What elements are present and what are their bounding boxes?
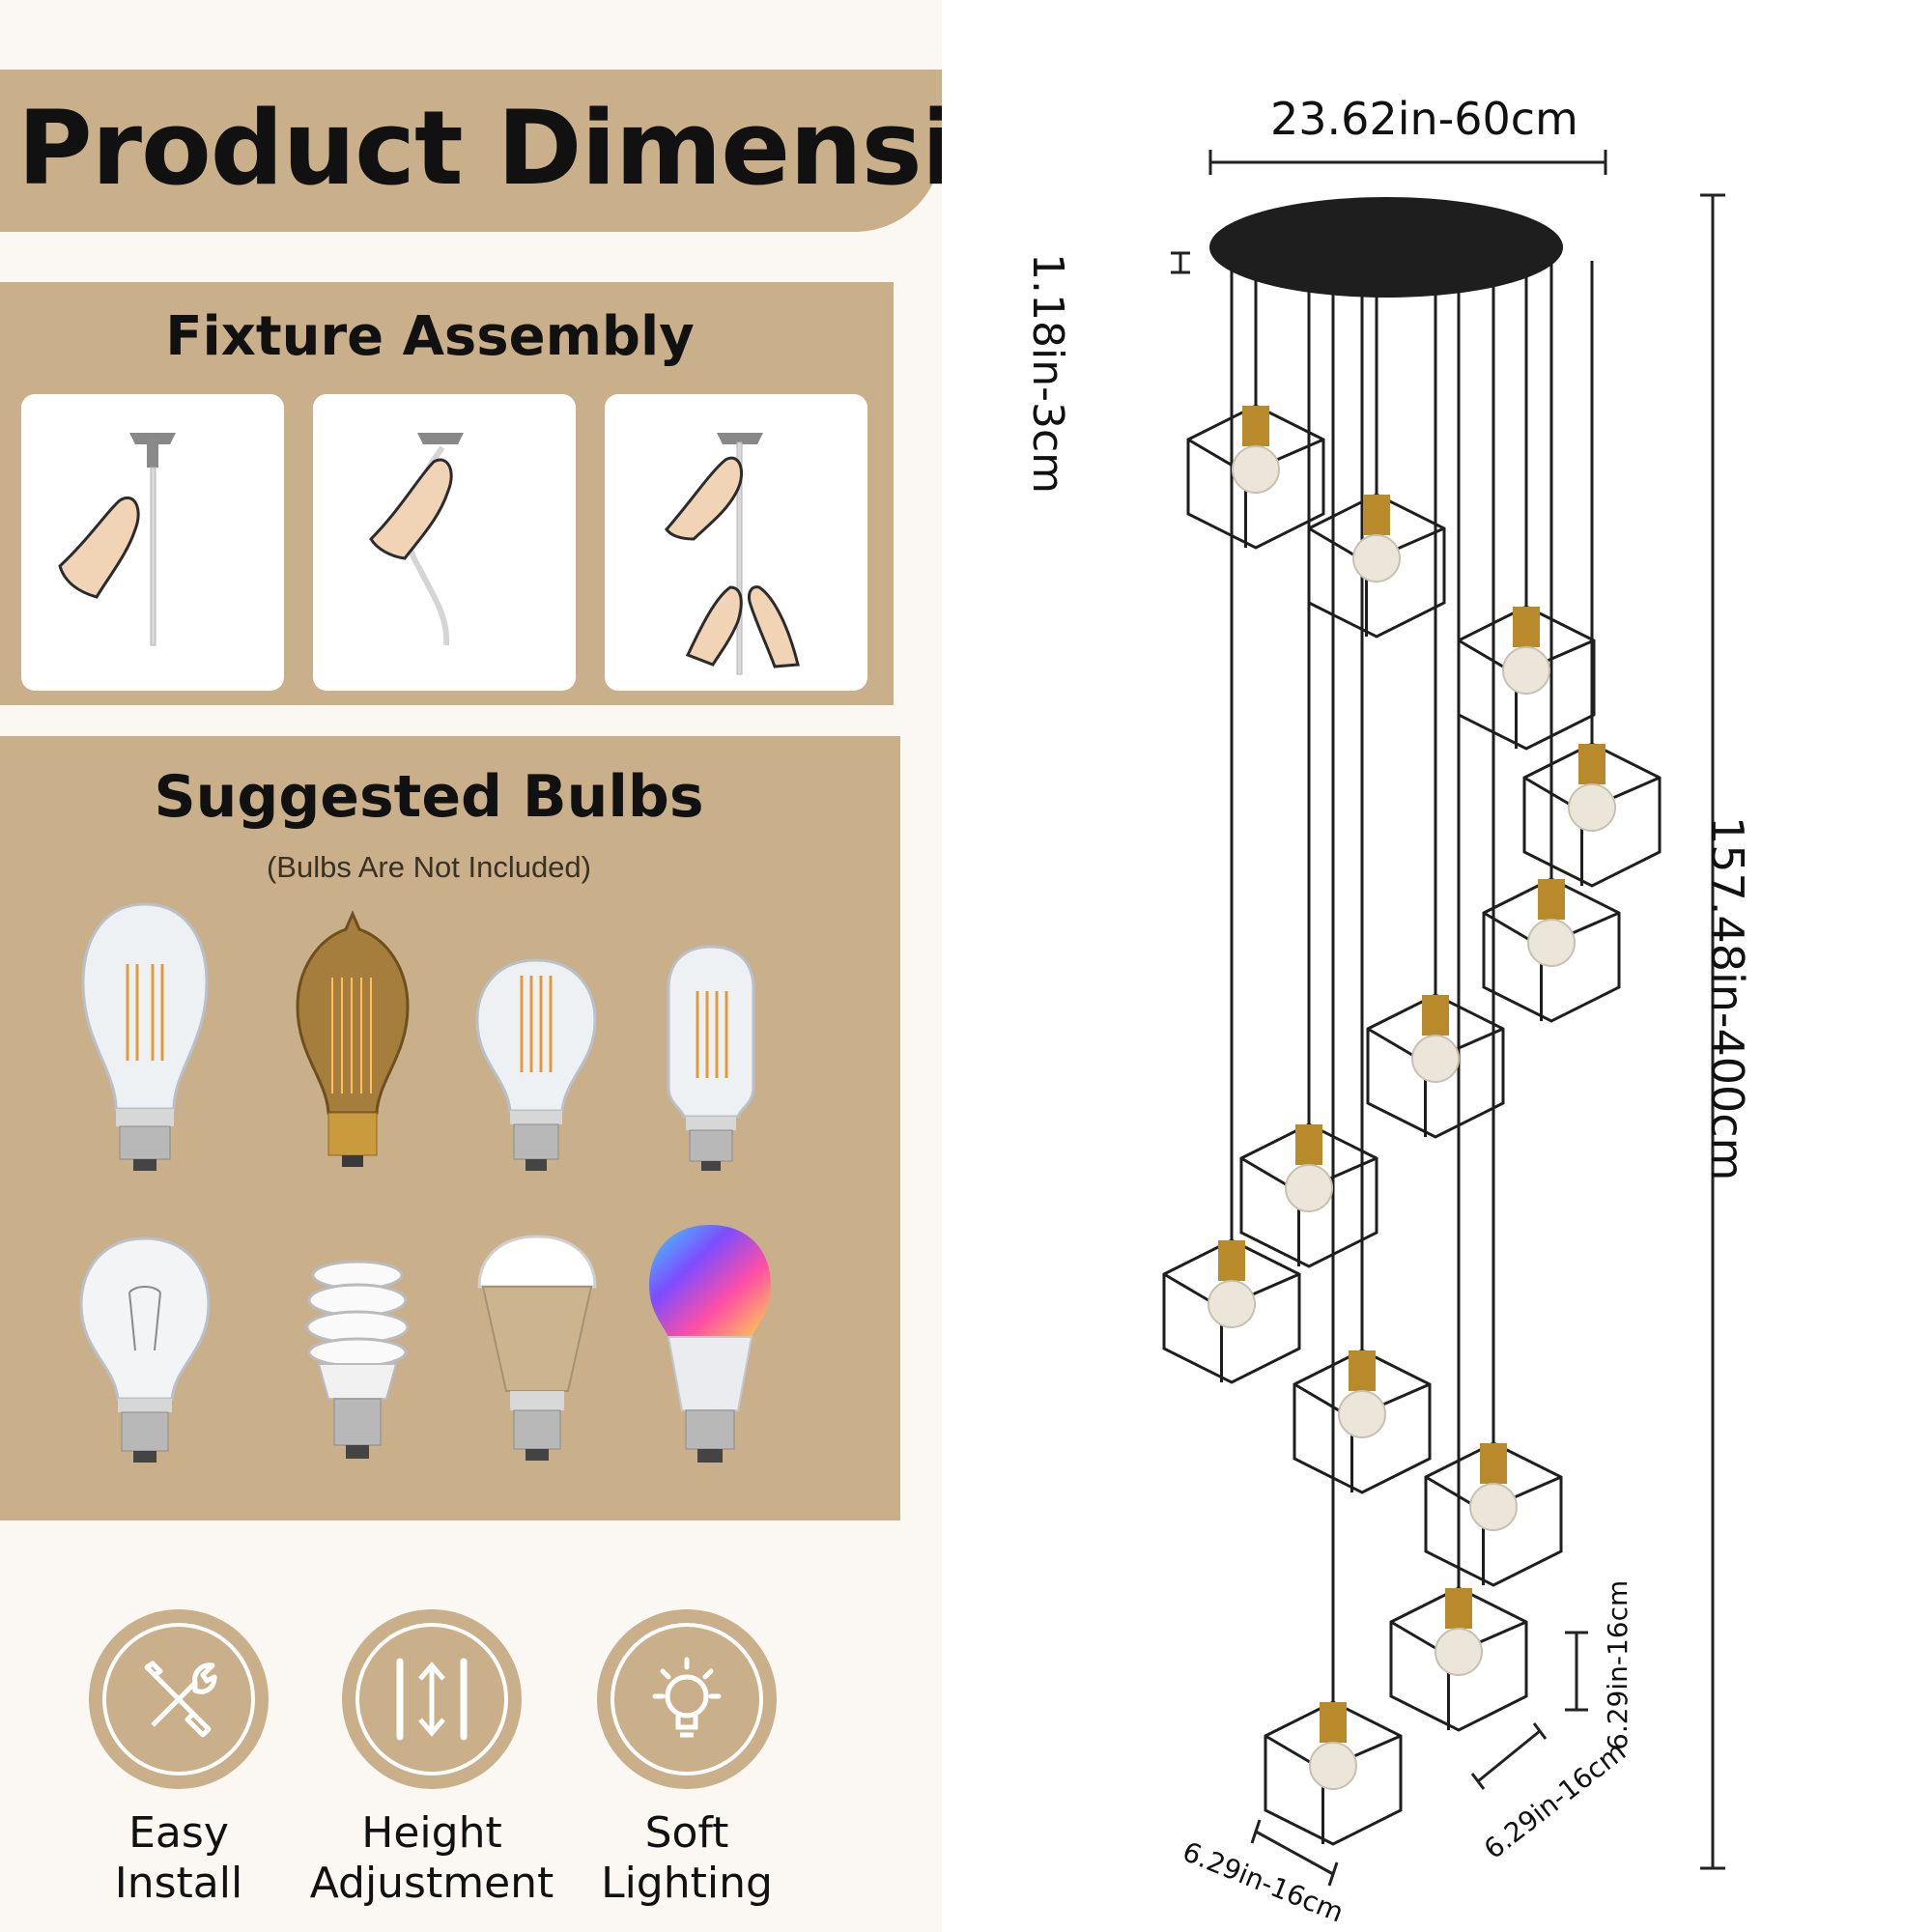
st64-filament-bulb-icon [81,902,209,1171]
brass-socket [1295,1124,1322,1165]
pendant-bulb [1285,1164,1333,1212]
cube-pendant-shade [1424,1441,1563,1587]
pendant-bulb [1469,1483,1518,1531]
t45-tube-filament-bulb-icon [667,945,755,1171]
cube-pendant-shade [1307,493,1446,639]
dimension-lines [1171,150,1725,1887]
cube-pendant-shade [1264,1700,1403,1846]
pendant-bulb [1411,1035,1460,1083]
cube-pendant-shade [1366,993,1505,1139]
brass-socket [1363,495,1390,535]
cube-pendant-shade [1389,1586,1528,1732]
ceiling-canopy [1209,197,1563,298]
cube-pendant-shade [1162,1238,1301,1384]
brass-socket [1538,879,1565,920]
brass-socket [1242,406,1269,446]
light-bulb-icon [652,1657,722,1738]
assembly-step-3 [605,394,867,691]
pendant-bulb [1502,646,1550,695]
brass-socket [1578,744,1605,784]
pendant-bulb [1568,783,1616,832]
brass-socket [1513,607,1540,647]
brass-socket [1218,1240,1245,1281]
dimension-overall-height-label: 157.48in-400cm [1701,816,1753,1181]
pendant-bulb [1352,534,1401,582]
height-adjust-icon [396,1658,468,1741]
feature-easy-install-badge [89,1609,269,1789]
brass-socket [1422,995,1449,1036]
amber-vintage-edison-bulb-icon [296,910,410,1167]
feature-soft-lighting-badge [597,1609,777,1789]
dimension-width-label: 23.62in-60cm [1270,93,1578,145]
tools-icon [144,1661,217,1738]
finger-bend-cord-icon [369,433,464,646]
cube-pendant-shade [1239,1122,1378,1268]
rgb-smart-bulb-icon [649,1225,771,1463]
pendant-bulb [1208,1280,1256,1328]
hands-pull-cord-icon [665,433,800,675]
dimension-canopy-height-label: 1.18in-3cm [1023,253,1072,495]
brass-socket [1480,1443,1507,1484]
pendant-bulb [1435,1628,1483,1676]
finger-press-icon [58,433,176,646]
brass-socket [1445,1588,1472,1629]
incandescent-bulb-icon [79,1236,211,1463]
assembly-step-1 [21,394,284,691]
cube-pendant-shade [1186,404,1325,550]
spiral-cfl-bulb-icon [305,1260,410,1459]
a19-filament-bulb-icon [475,958,597,1171]
feature-height-adjustment-badge [342,1609,522,1789]
fixture-assembly-title: Fixture Assembly [165,305,695,368]
led-bulb-icon [477,1235,597,1461]
pendant-bulb [1232,445,1280,494]
cube-pendant-shade [1293,1349,1432,1494]
brass-socket [1349,1350,1376,1391]
pendant-bulb [1338,1390,1386,1438]
suggested-bulbs-title: Suggested Bulbs [154,763,704,831]
cube-pendant-shade [1522,742,1662,888]
cube-pendant-shade [1482,877,1621,1023]
pendant-bulb [1527,919,1576,967]
pendant-bulb [1309,1742,1357,1790]
assembly-step-2 [313,394,576,691]
brass-socket [1320,1702,1347,1743]
suggested-bulbs-subtitle: (Bulbs Are Not Included) [266,850,591,884]
title-band [0,70,942,232]
cube-pendant-shade [1457,605,1596,751]
dimension-shade-height-label: 6.29in-16cm [1602,1579,1634,1750]
